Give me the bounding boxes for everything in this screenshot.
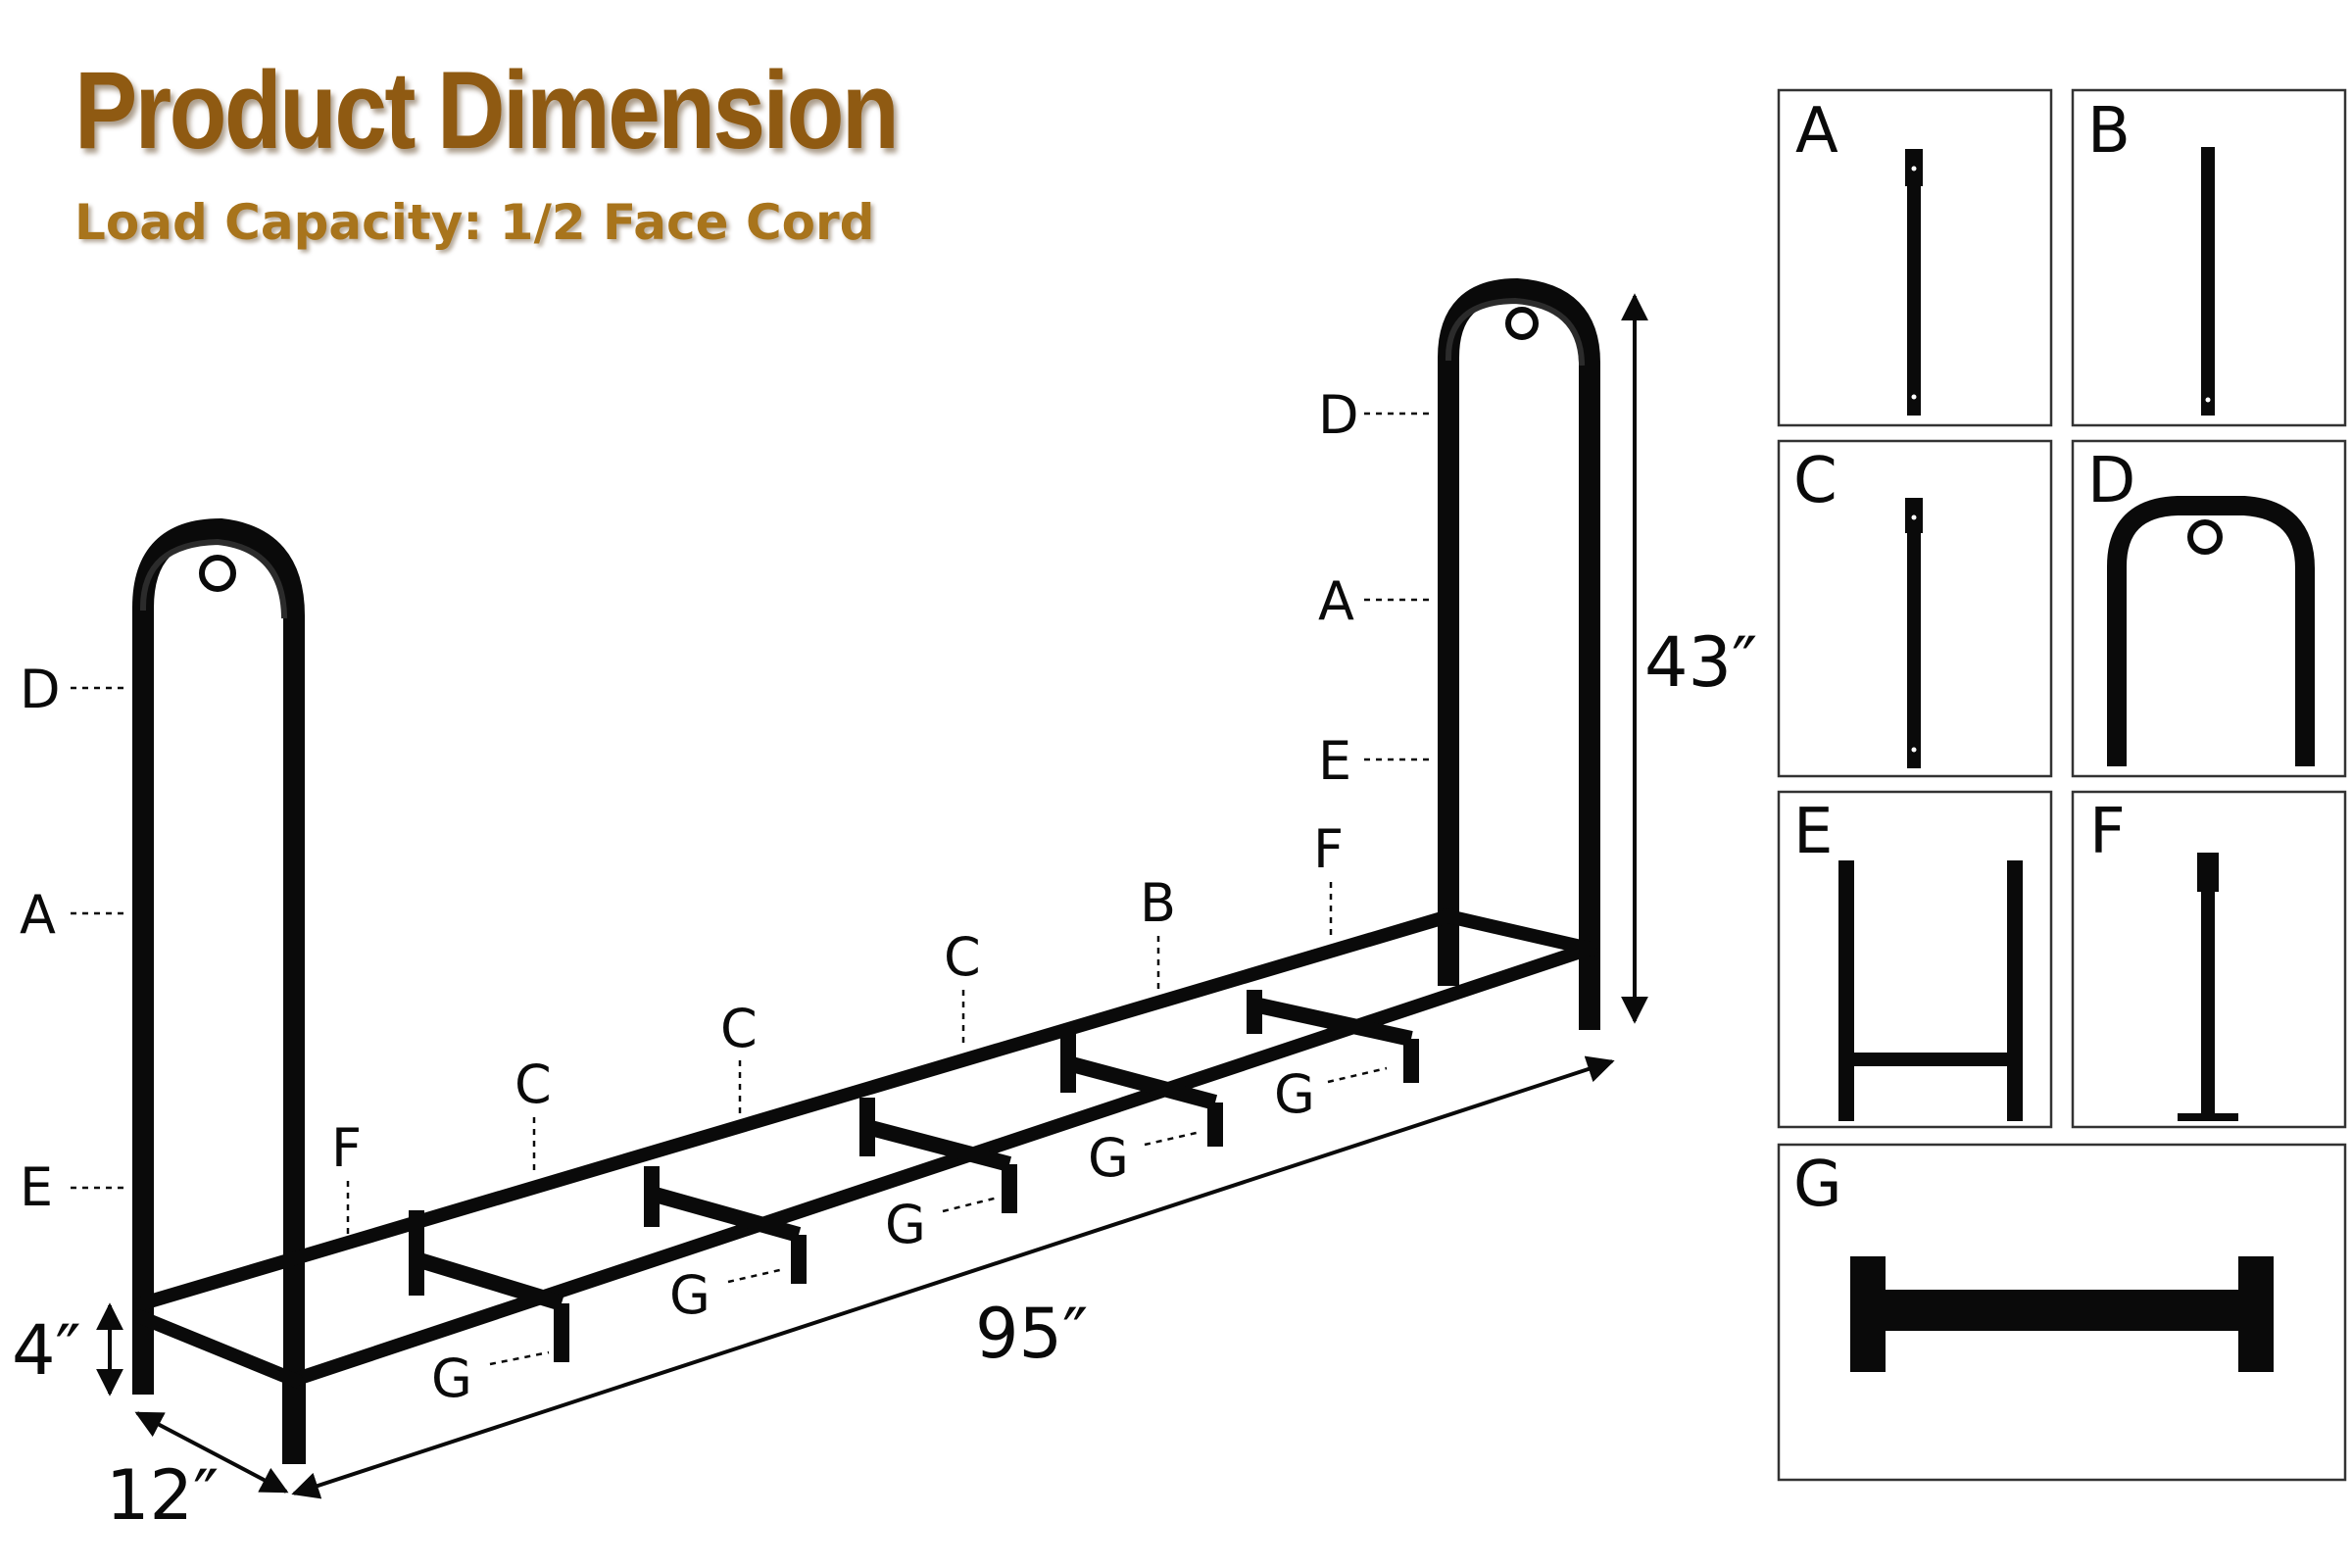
callout-rail-f-left: F [331,1117,362,1179]
front-rail [285,940,1598,1389]
callout-rail-c-1: C [514,1054,552,1115]
callout-rail-b: B [1140,872,1176,934]
panel-d [2071,439,2347,778]
length-value: 95″ [975,1294,1088,1374]
panel-g-label: G [1793,1149,1842,1221]
depth-value: 12″ [106,1455,219,1536]
log-rack-frame [132,277,1600,1464]
panel-g [1777,1143,2347,1482]
part-f-post [2201,853,2215,1117]
callout-g-4: G [1088,1127,1129,1189]
part-e-frame [1838,860,2023,1121]
dimension-arrows [96,293,1648,1499]
right-hang-ring [1505,307,1539,340]
clearance-value: 4″ [12,1310,81,1391]
callout-g-5: G [1274,1063,1315,1125]
part-g-crossbar [1850,1256,2274,1372]
panel-f-label: F [2089,796,2126,868]
callout-g-2: G [669,1264,710,1326]
panel-f [2071,790,2347,1129]
callout-g-1: G [431,1348,472,1409]
callout-right-a: A [1318,570,1354,632]
part-d-hoop [2107,496,2315,766]
part-a-tube [1907,149,1921,416]
parts-panels [1777,88,2347,1482]
load-capacity-subtitle: Load Capacity: 1/2 Face Cord [74,194,875,251]
depth-arrow [134,1411,289,1494]
panel-c [1777,439,2053,778]
panel-b [2071,88,2347,427]
left-hang-ring [199,555,236,592]
callout-rail-f-right: F [1313,818,1344,880]
height-value: 43″ [1644,622,1757,703]
callout-left-e: E [20,1156,53,1218]
callout-left-d: D [20,659,61,720]
part-illustrations [1905,147,2238,1121]
part-c-tube [1907,498,1921,768]
left-hoop [132,517,305,1461]
panel-a [1777,88,2053,427]
length-arrow [291,1055,1615,1499]
panel-b-label: B [2087,95,2131,168]
dimension-values: 43″ 95″ 12″ 4″ [12,622,1757,1536]
part-b-tube [2201,147,2215,416]
callout-g-3: G [885,1194,926,1255]
callout-rail-c-3: C [944,926,981,988]
callout-rail-c-2: C [720,998,758,1059]
callout-right-e: E [1318,730,1351,792]
page-title: Product Dimension [74,49,900,172]
panel-e [1777,790,2053,1129]
callout-left-a: A [20,884,56,946]
right-hoop [1438,277,1600,1030]
panel-c-label: C [1793,445,1838,517]
panel-a-label: A [1795,95,1838,168]
panel-d-label: D [2087,445,2135,517]
callout-right-d: D [1318,384,1359,446]
panel-e-label: E [1793,796,1833,868]
